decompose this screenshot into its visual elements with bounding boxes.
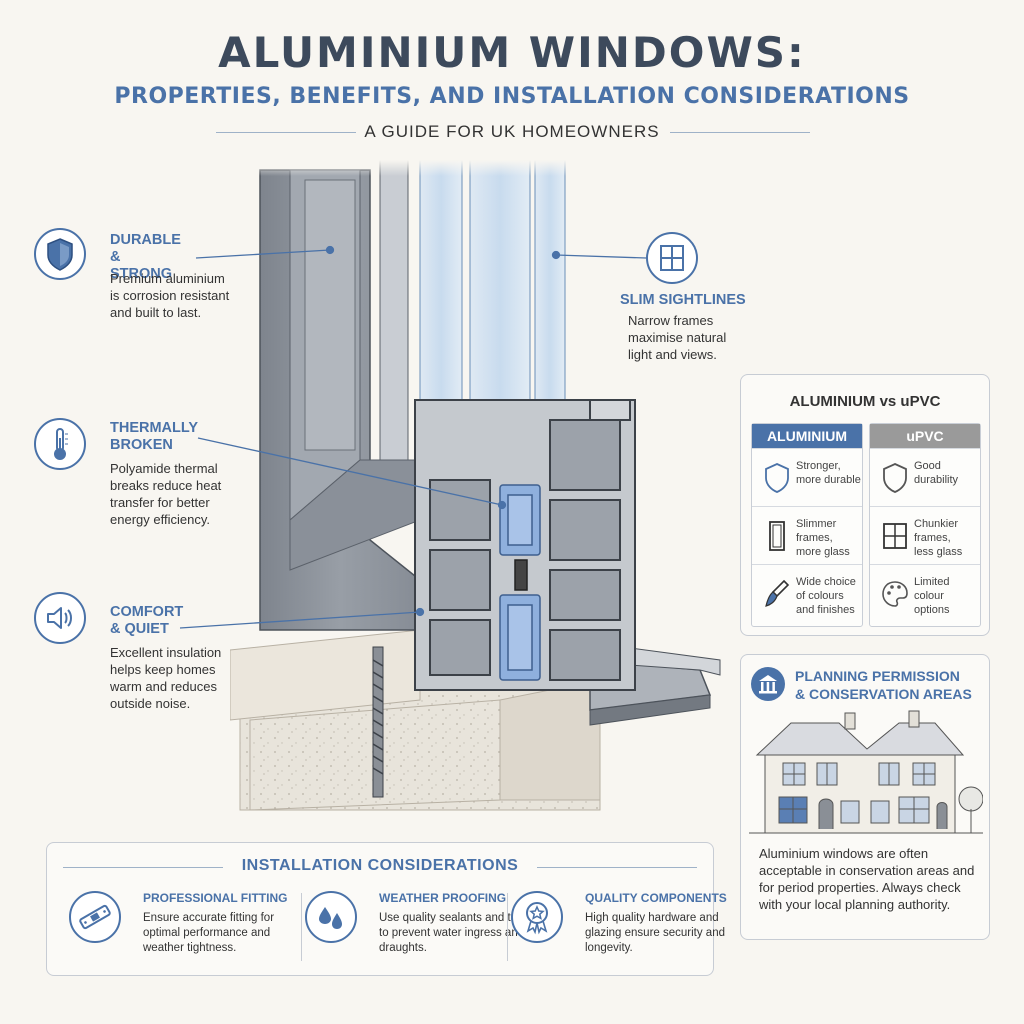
building-icon [751, 667, 785, 701]
aluminium-column: ALUMINIUM Stronger, more durable Slimmer f… [751, 423, 863, 627]
comparison-cell-line: less glass [914, 546, 963, 558]
shield-icon [883, 463, 907, 493]
triple-glazing-panes [379, 160, 566, 471]
guide-caption: A GUIDE FOR UK HOMEOWNERS [364, 122, 660, 141]
water-drops-icon [305, 891, 357, 943]
chunky-frame-icon [883, 523, 907, 549]
paintbrush-icon [765, 579, 790, 607]
comparison-cell-line: frames, [914, 532, 951, 544]
feature-durable-desc-line: and built to last. [110, 305, 202, 320]
feature-comfort-title-line1: Comfort [110, 604, 184, 620]
comparison-cell-line: more glass [796, 546, 850, 558]
shield-icon [765, 463, 789, 493]
feature-thermal-title-line2: Broken [110, 437, 173, 453]
window-icon [646, 232, 698, 284]
comparison-cell-line: Wide choice [796, 576, 856, 588]
comparison-cell-line: colour [914, 590, 944, 602]
palette-icon [882, 581, 908, 607]
shield-icon [34, 228, 86, 280]
installation-item-title: Professional Fitting [143, 891, 288, 905]
planning-title-line2: & Conservation Areas [795, 686, 972, 702]
comparison-row: Limited colour options [870, 564, 980, 622]
feature-slim-desc-line: light and views. [628, 347, 717, 362]
feature-thermal-desc-line: Polyamide thermal [110, 461, 218, 476]
installation-item-divider [507, 893, 508, 961]
feature-thermal-title-line1: Thermally [110, 420, 199, 436]
comparison-cell-line: frames, [796, 532, 833, 544]
comparison-row: Wide choice of colours and finishes [752, 564, 862, 622]
planning-panel: Planning Permission & Conservation Areas… [740, 654, 990, 940]
thermometer-icon [34, 418, 86, 470]
installation-divider-right [537, 867, 697, 868]
feature-thermal-desc-line: energy efficiency. [110, 512, 210, 527]
fixing-screw [372, 646, 384, 798]
feature-durable-desc-line: is corrosion resistant [110, 288, 230, 303]
installation-item-weather-proofing: Weather Proofing Use quality sealants an… [305, 887, 536, 967]
polyamide-thermal-breaks [499, 484, 541, 681]
feature-slim-desc-line: Narrow frames [628, 313, 714, 328]
comparison-row: Slimmer frames, more glass [752, 506, 862, 564]
window-cross-section-illustration [230, 160, 730, 811]
installation-panel: INSTALLATION CONSIDERATIONS Professional… [46, 842, 727, 976]
feature-durable-title-line1: Durable [110, 232, 181, 248]
comparison-cell-line: more durable [796, 474, 861, 486]
installation-item-divider [301, 893, 302, 961]
feature-comfort-desc-line: Excellent insulation [110, 645, 222, 660]
comparison-cell-line: durability [914, 474, 959, 486]
award-badge-icon [511, 891, 563, 943]
window-frame-face [259, 169, 436, 631]
comparison-row: Chunkier frames, less glass [870, 506, 980, 564]
comparison-cell-line: Chunkier [914, 518, 959, 530]
comparison-cell-line: Stronger, [796, 460, 841, 472]
feature-comfort-desc-line: outside noise. [110, 696, 191, 711]
installation-item-desc: Ensure accurate fitting for optimal perf… [143, 912, 275, 954]
aluminium-column-header: ALUMINIUM [752, 424, 862, 448]
comparison-cell-line: of colours [796, 590, 844, 602]
installation-item-title: Weather Proofing [379, 891, 507, 905]
comparison-title: ALUMINIUM vs uPVC [789, 393, 941, 410]
installation-item-desc: Use quality sealants and tapes to preven… [379, 912, 536, 954]
period-house-illustration [749, 710, 983, 834]
installation-divider-left [63, 867, 223, 868]
comparison-cell-line: Slimmer [796, 518, 837, 530]
feature-durable-title-line2: & Strong [110, 249, 173, 282]
installation-item-quality-components: Quality Components High quality hardware… [511, 887, 727, 967]
page-title: ALUMINIUM WINDOWS: [218, 28, 806, 77]
feature-slim-title: Slim Sightlines [620, 292, 746, 308]
feature-comfort-desc-line: helps keep homes [110, 662, 216, 677]
installation-item-title: Quality Components [585, 891, 727, 905]
window-sill [589, 647, 721, 726]
feature-durable-desc-line: Premium aluminium [110, 271, 225, 286]
spirit-level-icon [69, 891, 121, 943]
feature-thermal-desc-line: transfer for better [110, 495, 210, 510]
guide-divider-left [216, 132, 356, 133]
comparison-row: Stronger, more durable [752, 448, 862, 506]
planning-description: Aluminium windows are often acceptable i… [759, 846, 975, 912]
comparison-row: Good durability [870, 448, 980, 506]
feature-slim-desc-line: maximise natural [628, 330, 727, 345]
comparison-panel: ALUMINIUM vs uPVC ALUMINIUM Stronger, mor… [740, 374, 990, 636]
speaker-icon [34, 592, 86, 644]
feature-comfort-title-line2: & Quiet [110, 621, 169, 637]
planning-title-line1: Planning Permission [795, 668, 960, 684]
comparison-cell-line: Good [914, 460, 941, 472]
installation-item-professional-fitting: Professional Fitting Ensure accurate fit… [69, 887, 299, 967]
upvc-column: uPVC Good durability Chunkier frames, less … [869, 423, 981, 627]
upvc-column-header: uPVC [870, 424, 980, 448]
installation-title: INSTALLATION CONSIDERATIONS [241, 857, 519, 874]
feature-thermal-desc-line: breaks reduce heat [110, 478, 222, 493]
feature-comfort-desc-line: warm and reduces [110, 679, 217, 694]
comparison-cell-line: options [914, 604, 950, 616]
installation-item-desc: High quality hardware and glazing ensure… [585, 912, 725, 954]
comparison-cell-line: and finishes [796, 604, 855, 616]
comparison-cell-line: Limited [914, 576, 950, 588]
guide-divider-right [670, 132, 810, 133]
page-subtitle: PROPERTIES, BENEFITS, AND INSTALLATION C… [114, 84, 910, 109]
slim-frame-icon [769, 521, 785, 551]
